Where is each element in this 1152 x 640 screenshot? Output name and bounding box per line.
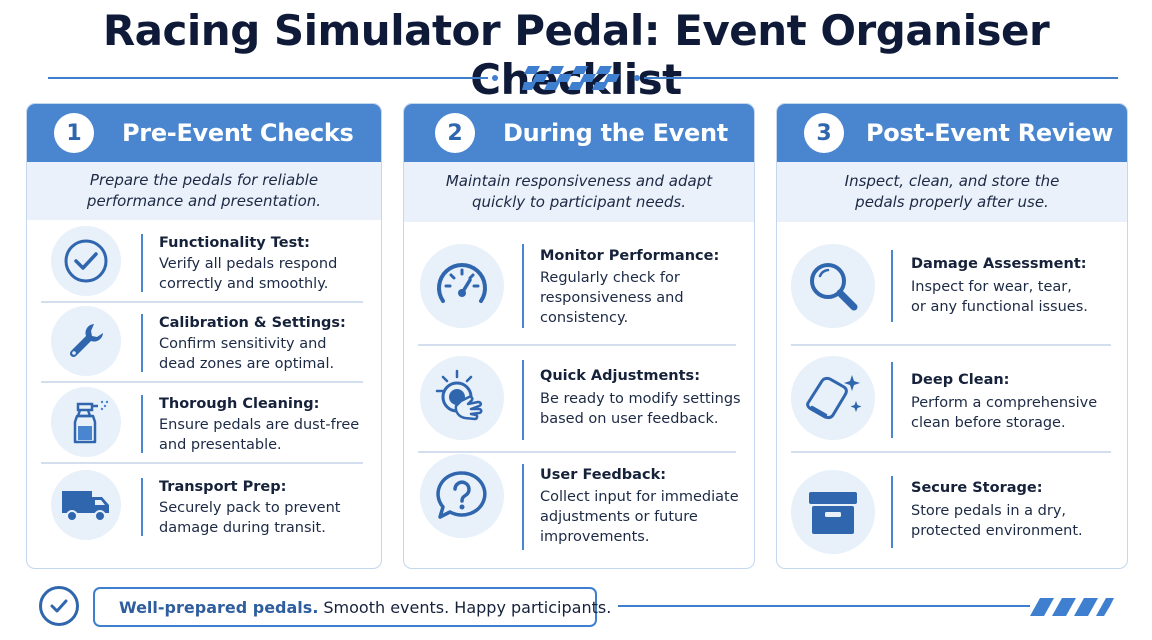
step-number-badge: 3 xyxy=(804,113,844,153)
header-rule-left xyxy=(48,77,488,79)
card-subtitle: Inspect, clean, and store the pedals pro… xyxy=(777,162,1127,222)
cloth-sparkle-icon xyxy=(791,356,875,440)
footer-tagline: Well-prepared pedals. Smooth events. Hap… xyxy=(93,587,611,627)
item-title: Calibration & Settings: xyxy=(159,315,346,331)
subtitle-line: Inspect, clean, and store the xyxy=(844,172,1060,190)
item-title: Damage Assessment: xyxy=(911,256,1087,272)
hand-dial-icon xyxy=(420,356,504,440)
item-divider xyxy=(141,395,143,453)
row-separator xyxy=(791,344,1111,346)
item-title: Monitor Performance: xyxy=(540,248,720,264)
item-divider xyxy=(522,244,524,328)
subtitle-line: quickly to participant needs. xyxy=(471,193,687,211)
item-divider xyxy=(141,314,143,372)
item-divider xyxy=(522,464,524,550)
spray-bottle-icon xyxy=(51,387,121,457)
row-separator xyxy=(418,344,736,346)
item-divider xyxy=(891,362,893,438)
card-subtitle: Prepare the pedals for reliable performa… xyxy=(27,162,381,220)
subtitle-line: performance and presentation. xyxy=(86,192,322,210)
card-subtitle: Maintain responsiveness and adapt quickl… xyxy=(404,162,754,222)
item-divider xyxy=(141,234,143,292)
item-divider xyxy=(141,478,143,536)
tagline-rest: Smooth events. Happy participants. xyxy=(323,597,612,617)
checkered-flag-icon xyxy=(522,66,620,90)
question-bubble-icon xyxy=(420,454,504,538)
truck-icon xyxy=(51,470,121,540)
card-header: 1 Pre-Event Checks xyxy=(27,104,381,162)
card-header: 2 During the Event xyxy=(404,104,754,162)
checkmark-icon xyxy=(51,226,121,296)
item-title: Transport Prep: xyxy=(159,479,287,495)
stripe-accent-icon xyxy=(1030,598,1114,616)
footer-rule xyxy=(618,605,1030,607)
row-separator xyxy=(791,451,1111,453)
tagline-strong: Well-prepared pedals. xyxy=(119,597,319,617)
magnifier-icon xyxy=(791,244,875,328)
item-description: Store pedals in a dry,protected environm… xyxy=(911,503,1083,539)
wrench-icon xyxy=(51,306,121,376)
item-description: Inspect for wear, tear,or any functional… xyxy=(911,279,1088,315)
item-title: Thorough Cleaning: xyxy=(159,396,320,412)
step-number-badge: 2 xyxy=(435,113,475,153)
card-title: Post-Event Review xyxy=(866,119,1114,147)
card-post-event: 3 Post-Event Review Inspect, clean, and … xyxy=(776,103,1128,569)
item-title: Secure Storage: xyxy=(911,480,1043,496)
header-rule-dot-right xyxy=(634,75,640,81)
item-divider xyxy=(891,250,893,322)
card-header: 3 Post-Event Review xyxy=(777,104,1127,162)
storage-box-icon xyxy=(791,470,875,554)
checkmark-circle-icon xyxy=(39,586,79,626)
item-title: Deep Clean: xyxy=(911,372,1010,388)
step-number-badge: 1 xyxy=(54,113,94,153)
subtitle-line: Maintain responsiveness and adapt xyxy=(445,172,713,190)
card-during-event: 2 During the Event Maintain responsivene… xyxy=(403,103,755,569)
item-title: Quick Adjustments: xyxy=(540,368,700,384)
item-title: User Feedback: xyxy=(540,467,667,483)
row-separator xyxy=(418,451,736,453)
row-separator xyxy=(41,381,363,383)
subtitle-line: Prepare the pedals for reliable xyxy=(89,171,319,189)
gauge-icon xyxy=(420,244,504,328)
card-pre-event: 1 Pre-Event Checks Prepare the pedals fo… xyxy=(26,103,382,569)
item-title: Functionality Test: xyxy=(159,235,310,251)
page-title: Racing Simulator Pedal: Event Organiser … xyxy=(102,6,1050,104)
header-rule-right xyxy=(644,77,1118,79)
card-title: Pre-Event Checks xyxy=(122,119,354,147)
subtitle-line: pedals properly after use. xyxy=(855,193,1049,211)
item-divider xyxy=(891,476,893,548)
item-divider xyxy=(522,360,524,440)
row-separator xyxy=(41,301,363,303)
row-separator xyxy=(41,462,363,464)
card-title: During the Event xyxy=(503,119,728,147)
header-rule-dot-left xyxy=(492,75,498,81)
